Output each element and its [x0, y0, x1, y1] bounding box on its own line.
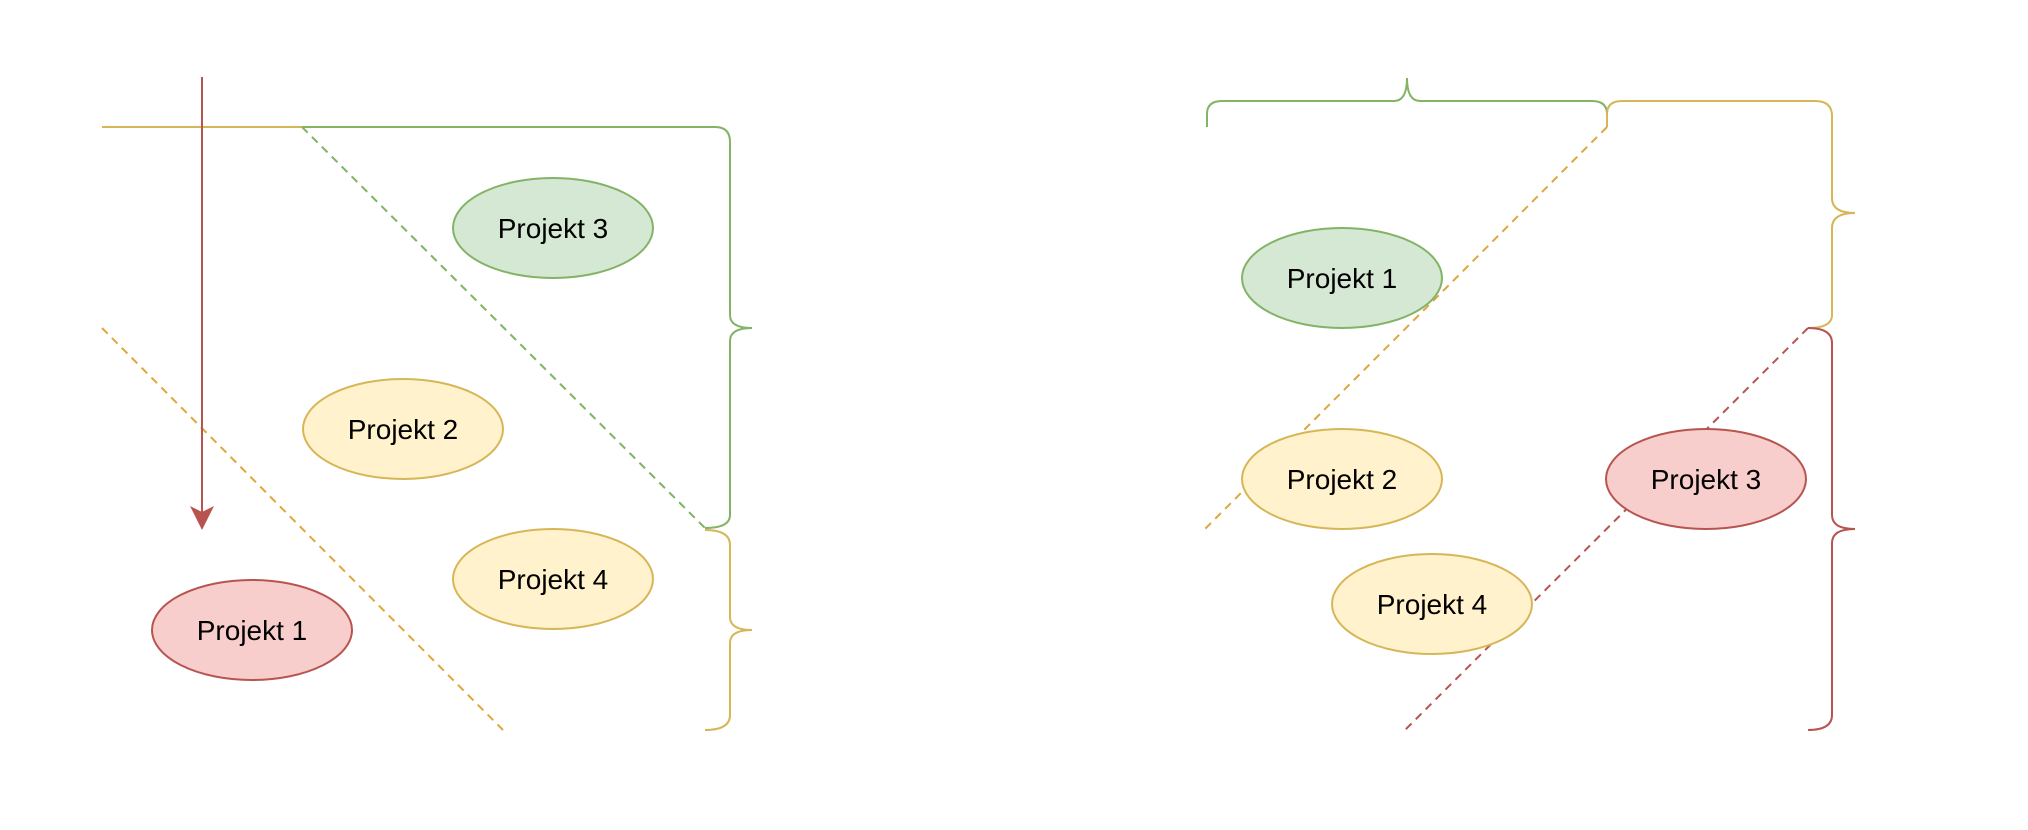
right-project-2-ellipse: [1241, 428, 1443, 530]
left-project-1[interactable]: Projekt 1: [151, 579, 353, 681]
right-project-2[interactable]: Projekt 2: [1241, 428, 1443, 530]
left-project-4-label: Projekt 4: [498, 564, 609, 595]
right-project-4-label: Projekt 4: [1377, 589, 1488, 620]
left-project-2[interactable]: Projekt 2: [302, 378, 504, 480]
right-red-brace: [1807, 327, 1856, 731]
right-red-dashed-diagonal: [1404, 327, 1809, 731]
left-project-1-label: Projekt 1: [197, 615, 308, 646]
left-project-2-label: Projekt 2: [348, 414, 459, 445]
left-project-4-ellipse: [452, 528, 654, 630]
left-project-3-label: Projekt 3: [498, 213, 609, 244]
left-project-3[interactable]: Projekt 3: [452, 177, 654, 279]
left-diagram: Projekt 3 Projekt 2 Projekt 4 Projekt 1: [101, 77, 753, 731]
right-project-1-label: Projekt 1: [1287, 263, 1398, 294]
left-project-3-ellipse: [452, 177, 654, 279]
right-green-brace: [1206, 77, 1608, 127]
right-project-4-ellipse: [1331, 553, 1533, 655]
right-project-3-label: Projekt 3: [1651, 464, 1762, 495]
right-orange-dashed-diagonal: [1204, 126, 1608, 530]
left-green-brace: [704, 126, 753, 529]
right-project-1[interactable]: Projekt 1: [1241, 227, 1443, 329]
right-project-3[interactable]: Projekt 3: [1605, 428, 1807, 530]
left-project-2-ellipse: [302, 378, 504, 480]
right-project-2-label: Projekt 2: [1287, 464, 1398, 495]
left-project-1-ellipse: [151, 579, 353, 681]
right-diagram: Projekt 1 Projekt 2 Projekt 3 Projekt 4: [1204, 77, 1856, 731]
right-project-1-ellipse: [1241, 227, 1443, 329]
left-green-dashed-diagonal: [301, 126, 706, 529]
right-project-3-ellipse: [1605, 428, 1807, 530]
right-yellow-brace: [1606, 100, 1856, 329]
left-orange-dashed-diagonal: [101, 327, 504, 731]
left-project-4[interactable]: Projekt 4: [452, 528, 654, 630]
right-project-4[interactable]: Projekt 4: [1331, 553, 1533, 655]
left-yellow-brace: [704, 529, 753, 731]
